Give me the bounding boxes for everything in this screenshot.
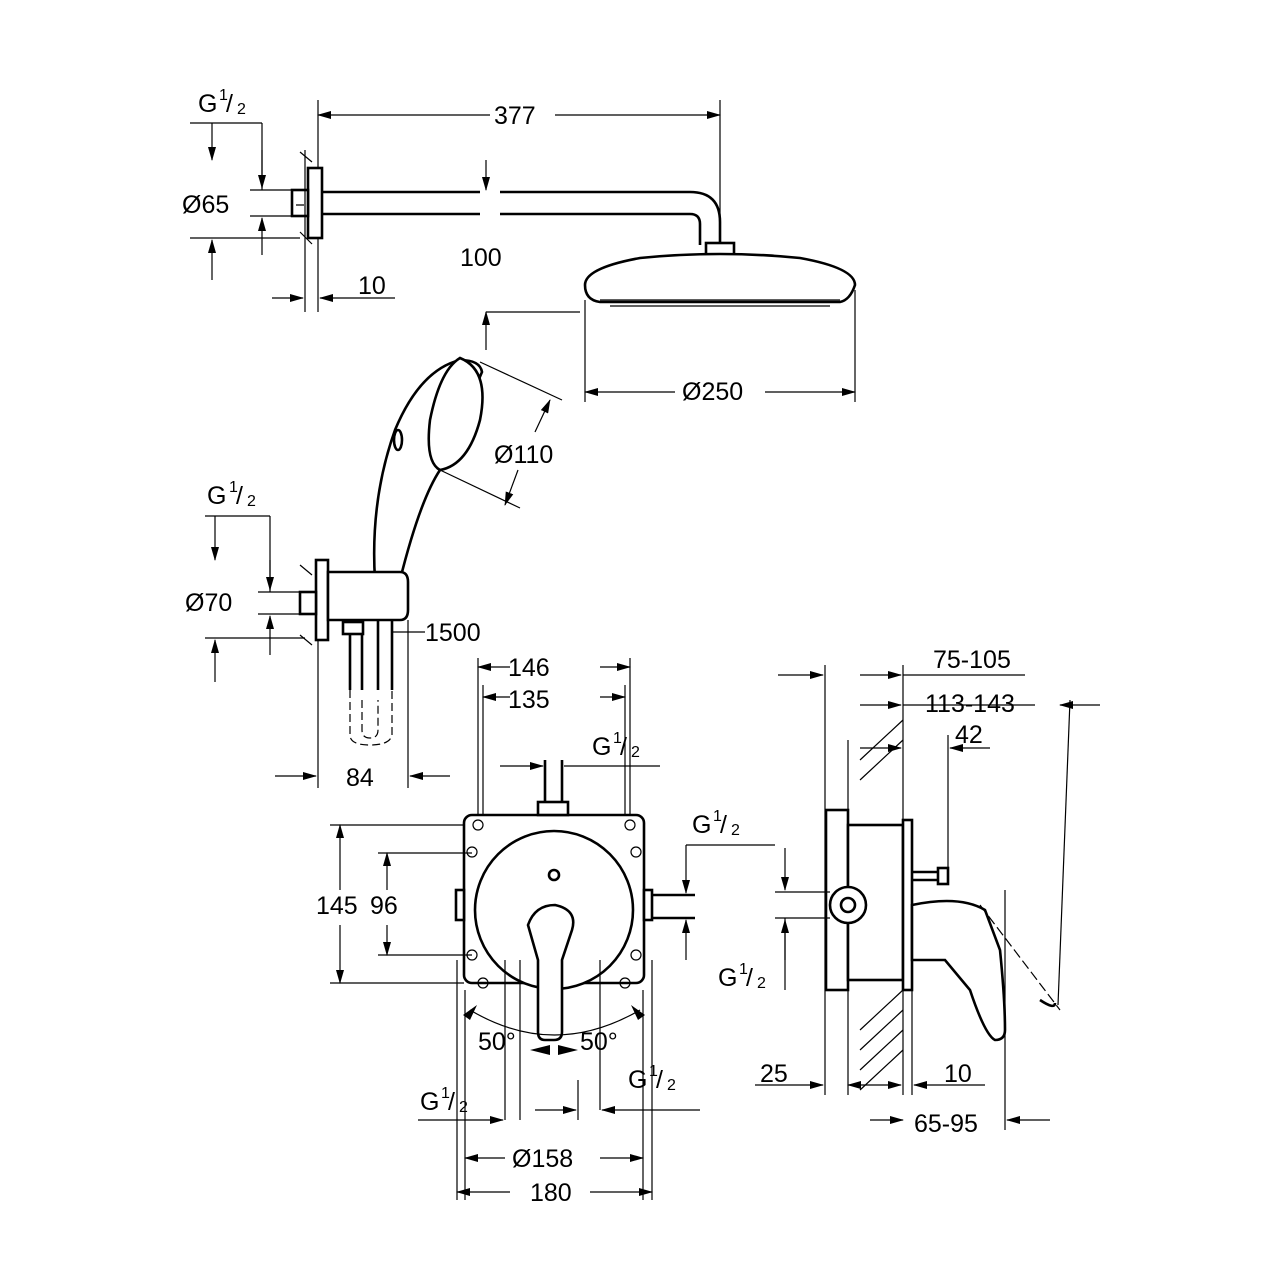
svg-text:G: G bbox=[198, 90, 217, 118]
dim-flange-depth: 10 bbox=[358, 272, 386, 300]
svg-text:1: 1 bbox=[219, 87, 228, 104]
svg-text:2: 2 bbox=[731, 822, 740, 839]
svg-text:G: G bbox=[592, 733, 611, 761]
svg-text:/: / bbox=[236, 482, 243, 510]
svg-text:2: 2 bbox=[757, 975, 766, 992]
head-shower-drawing bbox=[190, 100, 857, 402]
dim-overall-width: 180 bbox=[530, 1179, 572, 1207]
dim-depth-3: 42 bbox=[955, 721, 983, 749]
dim-flange-diameter: Ø65 bbox=[182, 191, 229, 219]
dim-arm-length: 377 bbox=[494, 102, 536, 130]
svg-text:G: G bbox=[692, 811, 711, 839]
thread-label-right: G 1 / 2 bbox=[692, 808, 740, 839]
svg-text:2: 2 bbox=[667, 1077, 676, 1094]
svg-text:1: 1 bbox=[441, 1085, 450, 1102]
dim-hand-head-diameter: Ø110 bbox=[494, 441, 553, 469]
svg-text:/: / bbox=[448, 1088, 455, 1116]
dim-width-outer: 146 bbox=[508, 654, 550, 682]
svg-text:G: G bbox=[207, 482, 226, 510]
dim-width-inner: 135 bbox=[508, 686, 550, 714]
svg-text:1: 1 bbox=[613, 730, 622, 747]
dim-plate-depth: 10 bbox=[944, 1060, 972, 1088]
svg-text:1: 1 bbox=[649, 1063, 658, 1080]
thread-label-hand: G 1 / 2 bbox=[207, 479, 256, 510]
thread-label-bottom-left: G 1 / 2 bbox=[420, 1085, 468, 1116]
dim-head-diameter: Ø250 bbox=[682, 378, 743, 406]
dim-outlet-diameter: Ø70 bbox=[185, 589, 232, 617]
svg-text:G: G bbox=[628, 1066, 647, 1094]
svg-text:2: 2 bbox=[247, 493, 256, 510]
dim-angle-right: 50° bbox=[580, 1028, 618, 1056]
svg-text:1: 1 bbox=[713, 808, 722, 825]
dim-depth-range-2: 113-143 bbox=[925, 690, 1015, 718]
mixer-side-drawing bbox=[755, 665, 1100, 1130]
dim-offset: 100 bbox=[460, 244, 502, 272]
svg-text:G: G bbox=[420, 1088, 439, 1116]
svg-text:/: / bbox=[720, 811, 727, 839]
dim-depth-range-3: 65-95 bbox=[914, 1110, 978, 1138]
svg-text:1: 1 bbox=[739, 961, 748, 978]
svg-text:2: 2 bbox=[631, 744, 640, 761]
thread-label-side: G 1 / 2 bbox=[718, 961, 766, 992]
thread-label-top: G 1 / 2 bbox=[592, 730, 640, 761]
dim-height-inner: 96 bbox=[370, 892, 398, 920]
thread-label-head: G 1 / 2 bbox=[198, 87, 246, 118]
dim-hose-length: 1500 bbox=[425, 619, 481, 647]
hand-shower-drawing bbox=[205, 356, 563, 788]
svg-text:2: 2 bbox=[459, 1099, 468, 1116]
dim-plate-diameter: Ø158 bbox=[512, 1145, 573, 1173]
svg-text:G: G bbox=[718, 964, 737, 992]
dim-projection: 84 bbox=[346, 764, 374, 792]
svg-text:1: 1 bbox=[229, 479, 238, 496]
mixer-front-drawing bbox=[330, 658, 775, 1200]
svg-text:/: / bbox=[656, 1066, 663, 1094]
dim-depth-range-1: 75-105 bbox=[933, 646, 1011, 674]
dim-angle-left: 50° bbox=[478, 1028, 516, 1056]
svg-text:/: / bbox=[620, 733, 627, 761]
dim-wall-offset: 25 bbox=[760, 1060, 788, 1088]
thread-label-bottom-right: G 1 / 2 bbox=[628, 1063, 676, 1094]
svg-text:2: 2 bbox=[237, 101, 246, 118]
svg-text:/: / bbox=[746, 964, 753, 992]
dim-height-outer: 145 bbox=[316, 892, 358, 920]
svg-text:/: / bbox=[226, 90, 233, 118]
